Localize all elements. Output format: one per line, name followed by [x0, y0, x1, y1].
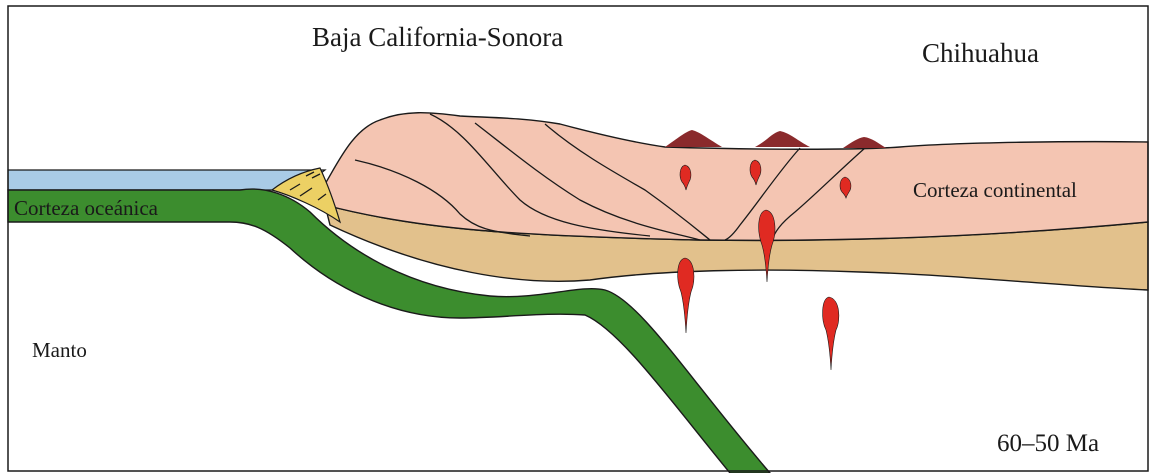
continental-crust	[320, 113, 1148, 241]
volcano-icon	[665, 130, 722, 147]
age-label: 60–50 Ma	[997, 431, 1099, 456]
volcanoes	[665, 130, 886, 148]
mantle-label: Manto	[32, 340, 87, 361]
magma-drop-icon	[823, 297, 839, 370]
volcano-icon	[755, 131, 810, 147]
oceanic-crust-label: Corteza oceánica	[14, 198, 158, 219]
volcano-icon	[843, 137, 886, 148]
region-label-west: Baja California-Sonora	[312, 24, 563, 51]
magma-drop-icon	[678, 258, 694, 333]
continental-crust-label: Corteza continental	[913, 180, 1077, 201]
region-label-east: Chihuahua	[922, 40, 1039, 67]
